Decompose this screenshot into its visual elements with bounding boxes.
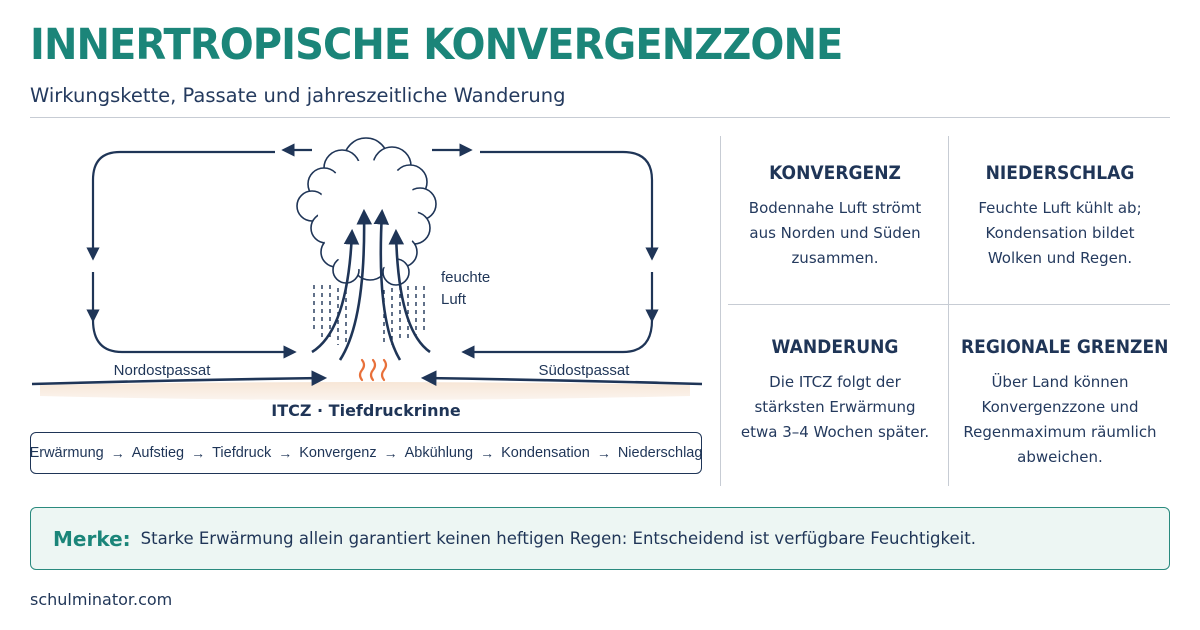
chain-arrow-icon: → [191,445,206,461]
chain-step-erwaermung: Erwärmung [29,445,104,461]
chain-arrow-icon: → [110,445,125,461]
card-niederschlag: NIEDERSCHLAG Feuchte Luft kühlt ab; Kond… [950,162,1170,271]
trade-wind-arrows [31,370,703,386]
grid-divider-left [720,136,721,486]
card-text: Über Land können Konvergenzzone und Rege… [963,373,1157,466]
heat-icon [358,358,388,382]
chain-step-kondensation: Kondensation [501,445,590,461]
page-subtitle: Wirkungskette, Passate und jahreszeitlic… [30,84,566,107]
chain-arrow-icon: → [480,445,495,461]
circulation-cells [86,143,659,359]
card-wanderung: WANDERUNG Die ITCZ folgt der stärksten E… [722,336,948,445]
grid-divider-middle [948,136,949,486]
header-divider [30,117,1170,118]
page-title: INNERTROPISCHE KONVERGENZZONE [30,20,843,70]
card-regionale-grenzen: REGIONALE GRENZEN Über Land können Konve… [950,336,1170,470]
chain-step-abkuehlung: Abkühlung [404,445,474,461]
card-title: KONVERGENZ [769,162,901,184]
card-title: WANDERUNG [771,336,899,358]
chain-step-aufstieg: Aufstieg [131,445,185,461]
note-label: Merke: [53,526,131,551]
itcz-circulation-diagram: Nordostpassat Südostpassat feuchte Luft … [31,137,703,420]
ground-band [40,382,690,400]
chain-step-konvergenz: Konvergenz [299,445,377,461]
chain-step-niederschlag: Niederschlag [617,445,703,461]
cloud-fill [318,160,418,270]
label-suedostpassat: Südostpassat [539,362,631,379]
card-title: NIEDERSCHLAG [985,162,1135,184]
card-konvergenz: KONVERGENZ Bodennahe Luft strömt aus Nor… [722,162,948,271]
card-text: Die ITCZ folgt der stärksten Erwärmung e… [740,373,930,441]
updraft-arrows [311,208,431,361]
note-text: Starke Erwärmung allein garantiert keine… [140,529,976,548]
card-text: Feuchte Luft kühlt ab; Kondensation bild… [978,199,1142,267]
label-feuchte: feuchte [441,269,490,286]
chain-arrow-icon: → [383,445,398,461]
label-itcz: ITCZ · Tiefdruckrinne [271,401,461,420]
chain-arrow-icon: → [278,445,293,461]
label-luft: Luft [441,291,467,308]
chain-step-tiefdruck: Tiefdruck [212,445,272,461]
card-text: Bodennahe Luft strömt aus Norden und Süd… [748,199,922,267]
chain-arrow-icon: → [596,445,611,461]
grid-divider-horizontal [728,304,1170,305]
merke-note: Merke: Starke Erwärmung allein garantier… [30,507,1170,570]
process-chain: Erwärmung → Aufstieg → Tiefdruck → Konve… [30,432,702,474]
card-title: REGIONALE GRENZEN [961,336,1169,358]
footer-site: schulminator.com [30,590,173,609]
label-nordostpassat: Nordostpassat [114,362,212,379]
